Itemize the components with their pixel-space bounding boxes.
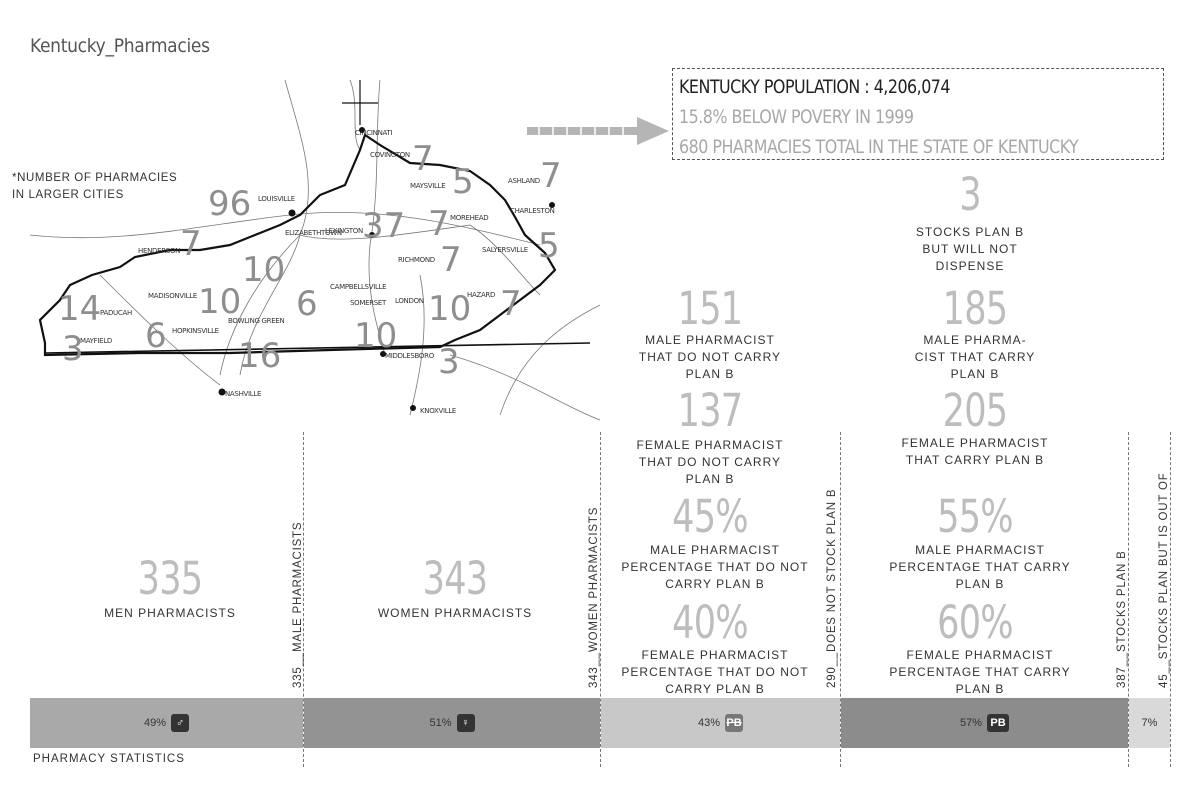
footer-label: PHARMACY STATISTICS bbox=[33, 753, 185, 765]
city-label: SALYERSVILLE bbox=[482, 246, 528, 254]
bar-segment: 51%♀ bbox=[304, 698, 600, 748]
women-number: 343 bbox=[422, 552, 488, 605]
male-carry-number: 185 bbox=[942, 282, 1008, 335]
map-count: 14 bbox=[58, 289, 101, 329]
city-label: LOUISVILLE bbox=[258, 195, 295, 203]
city-label: KNOXVILLE bbox=[420, 407, 456, 415]
map-count: 7 bbox=[412, 139, 434, 179]
bar-segment-label: 43%PB bbox=[601, 698, 840, 748]
vlabel-stocks: 387__STOCKS PLAN B bbox=[1116, 550, 1128, 688]
map-count: 5 bbox=[538, 226, 560, 266]
female-not-carry-number: 137 bbox=[677, 384, 743, 437]
map-count: 10 bbox=[242, 250, 285, 290]
map-count: 7 bbox=[500, 284, 522, 324]
city-label: MADISONVILLE bbox=[148, 292, 197, 300]
men-number: 335 bbox=[137, 552, 203, 605]
female-icon: ♀ bbox=[456, 714, 475, 732]
city-label: PADUCAH bbox=[100, 309, 132, 317]
map-count: 6 bbox=[296, 284, 318, 324]
bar-segment-label: 51%♀ bbox=[304, 698, 600, 748]
men-label: MEN PHARMACISTS bbox=[104, 606, 236, 620]
city-label: RICHMOND bbox=[398, 256, 435, 264]
divider-male bbox=[303, 432, 304, 767]
city-label: ELIZABETHTOWN bbox=[285, 229, 342, 237]
bar-segment-label: 57%PB bbox=[841, 698, 1128, 748]
city-label: LEXINGTON bbox=[325, 227, 363, 235]
male-pct-carry-number: 55% bbox=[937, 490, 1013, 543]
female-pct-not-number: 40% bbox=[672, 596, 748, 649]
map-count: 16 bbox=[238, 336, 281, 376]
poverty-text: 15.8% BELOW POVERY IN 1999 bbox=[679, 107, 914, 128]
city-label: MIDDLESBORO bbox=[385, 352, 435, 360]
bar-segment: 49%♂ bbox=[30, 698, 303, 748]
map-count: 6 bbox=[145, 316, 167, 356]
vlabel-male: 335__MALE PHARMACISTS bbox=[292, 521, 304, 688]
city-label: CINCINNATI bbox=[355, 129, 392, 137]
divider-out bbox=[1170, 432, 1171, 767]
bar-segment: 43%PB bbox=[601, 698, 840, 748]
map-count: 5 bbox=[452, 162, 474, 202]
city-label: MAYSVILLE bbox=[410, 182, 445, 190]
map-count: 3 bbox=[438, 342, 460, 382]
map-count: 3 bbox=[62, 329, 84, 369]
map-count: 7 bbox=[180, 224, 202, 264]
bar-segment-label: 49%♂ bbox=[30, 698, 303, 748]
vlabel-out: 45__STOCKS PLAN BUT IS OUT OF bbox=[1158, 472, 1170, 688]
stocks-not-dispense-number: 3 bbox=[959, 168, 981, 221]
population-text: KENTUCKY POPULATION : 4,206,074 bbox=[679, 77, 951, 98]
city-label: NASHVILLE bbox=[225, 390, 261, 398]
map-count: 37 bbox=[362, 206, 405, 246]
women-label: WOMEN PHARMACISTS bbox=[377, 606, 533, 620]
map-count: 7 bbox=[540, 156, 562, 196]
city-label: CAMPBELLSVILLE bbox=[330, 283, 386, 291]
city-label: HAZARD bbox=[467, 291, 495, 299]
map-count: 96 bbox=[208, 184, 251, 224]
male-not-carry-number: 151 bbox=[677, 282, 743, 335]
female-pct-carry-number: 60% bbox=[937, 596, 1013, 649]
male-pct-not-number: 45% bbox=[672, 490, 748, 543]
female-carry-number: 205 bbox=[942, 384, 1008, 437]
city-label: BOWLING GREEN bbox=[228, 317, 284, 325]
total-pharmacies-text: 680 PHARMACIES TOTAL IN THE STATE OF KEN… bbox=[679, 137, 1079, 158]
city-label: CHARLESTON bbox=[510, 207, 555, 215]
city-label: LONDON bbox=[395, 297, 424, 305]
city-label: MOREHEAD bbox=[450, 214, 488, 222]
city-label: ASHLAND bbox=[508, 177, 540, 185]
divider-women bbox=[600, 432, 601, 767]
divider-not-stock bbox=[840, 432, 841, 767]
map-count: 10 bbox=[428, 289, 471, 329]
bar-segment: 57%PB bbox=[841, 698, 1128, 748]
city-label: HOPKINSVILLE bbox=[172, 327, 219, 335]
bar-segment: 7% bbox=[1129, 698, 1170, 748]
population-info-box: KENTUCKY POPULATION : 4,206,074 15.8% BE… bbox=[672, 68, 1164, 160]
planb-icon: PB bbox=[987, 714, 1010, 732]
city-label: SOMERSET bbox=[350, 299, 387, 307]
vlabel-not-stock: 290__DOES NOT STOCK PLAN B bbox=[826, 488, 838, 688]
page-title: Kentucky_Pharmacies bbox=[30, 35, 210, 57]
map-count: 7 bbox=[440, 240, 462, 280]
city-label: HENDERSON bbox=[138, 247, 180, 255]
city-label: MAYFIELD bbox=[80, 337, 112, 345]
bar-segment-label: 7% bbox=[1141, 717, 1158, 729]
map-legend-label: *NUMBER OF PHARMACIES IN LARGER CITIES bbox=[12, 172, 178, 201]
arrow-right-icon bbox=[527, 117, 669, 145]
vlabel-women: 343__WOMEN PHARMACISTS bbox=[588, 506, 600, 688]
kentucky-map: CINCINNATI COVINGTON MAYSVILLE ASHLAND C… bbox=[29, 79, 601, 421]
divider-stocks bbox=[1128, 432, 1129, 767]
male-icon: ♂ bbox=[171, 714, 190, 732]
city-label: COVINGTON bbox=[370, 151, 410, 159]
no-planb-icon: PB bbox=[725, 714, 744, 732]
map-count: 10 bbox=[198, 282, 241, 322]
map-count: 10 bbox=[354, 316, 397, 356]
map-count: 7 bbox=[428, 204, 450, 244]
